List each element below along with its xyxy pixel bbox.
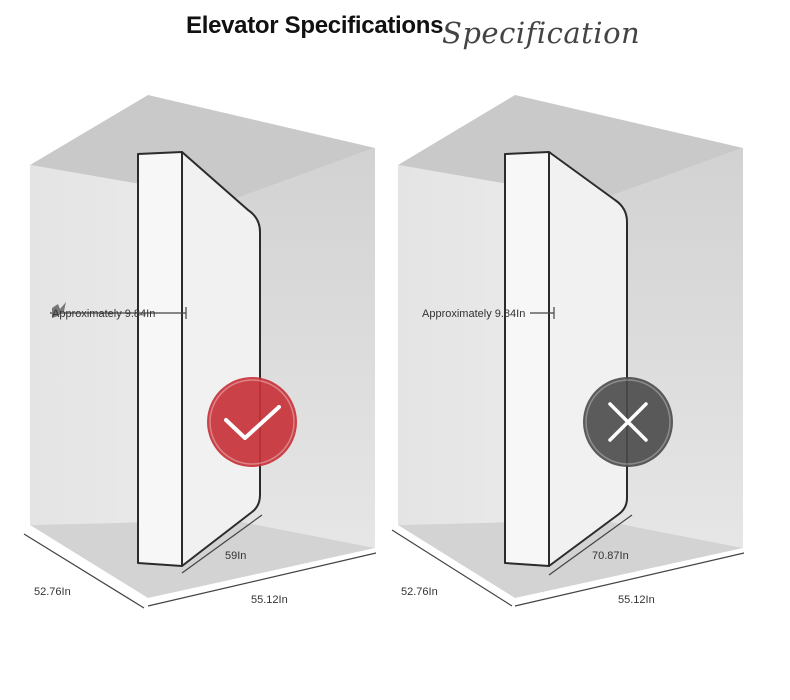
width-line xyxy=(514,552,745,607)
mattress-face xyxy=(181,151,261,567)
thickness-dimension: Approximately 9.84In xyxy=(50,302,187,320)
depth-dimension: 52.76In xyxy=(23,533,145,609)
item-width-line xyxy=(548,514,633,576)
width-line xyxy=(147,552,377,607)
fit-badge xyxy=(207,377,297,467)
fly-icon xyxy=(52,302,66,318)
thickness-dimension: Approximately 9.84In xyxy=(422,307,555,320)
mattress-face xyxy=(548,151,628,567)
item-width-label: 70.87In xyxy=(592,550,629,562)
width-dimension: 55.12In xyxy=(514,552,745,607)
item-width-line xyxy=(181,514,263,574)
item-width-label: 59In xyxy=(225,550,246,562)
page-title-script: Specification xyxy=(442,16,641,50)
badge-circle xyxy=(207,377,297,467)
panel-fits: Approximately 9.84In 59In 52.76In 55.12I… xyxy=(23,95,377,609)
elevator-floor xyxy=(30,520,375,598)
cross-icon xyxy=(608,402,648,442)
page-title: Elevator Specifications xyxy=(186,12,444,39)
depth-label: 52.76In xyxy=(401,586,438,598)
elevator-ceiling xyxy=(30,95,375,200)
width-label: 55.12In xyxy=(618,594,655,606)
check-icon xyxy=(224,405,281,440)
mattress xyxy=(504,151,628,567)
depth-line xyxy=(391,529,513,607)
depth-label: 52.76In xyxy=(34,586,71,598)
width-dimension: 55.12In xyxy=(147,552,377,607)
header: Elevator Specifications Specification xyxy=(0,0,790,70)
mattress-edge xyxy=(504,151,550,567)
item-width-dimension: 70.87In xyxy=(548,514,633,576)
mattress xyxy=(137,151,261,567)
no-fit-badge xyxy=(583,377,673,467)
mattress-edge xyxy=(137,151,183,567)
depth-dimension: 52.76In xyxy=(391,529,513,607)
item-width-dimension: 59In xyxy=(181,514,263,574)
depth-line xyxy=(23,533,145,609)
panel-does-not-fit: Approximately 9.84In 70.87In 52.76In 55.… xyxy=(391,95,745,607)
thickness-label: Approximately 9.84In xyxy=(422,308,525,320)
elevator-ceiling xyxy=(398,95,743,200)
thickness-label: Approximately 9.84In xyxy=(52,308,155,320)
width-label: 55.12In xyxy=(251,594,288,606)
